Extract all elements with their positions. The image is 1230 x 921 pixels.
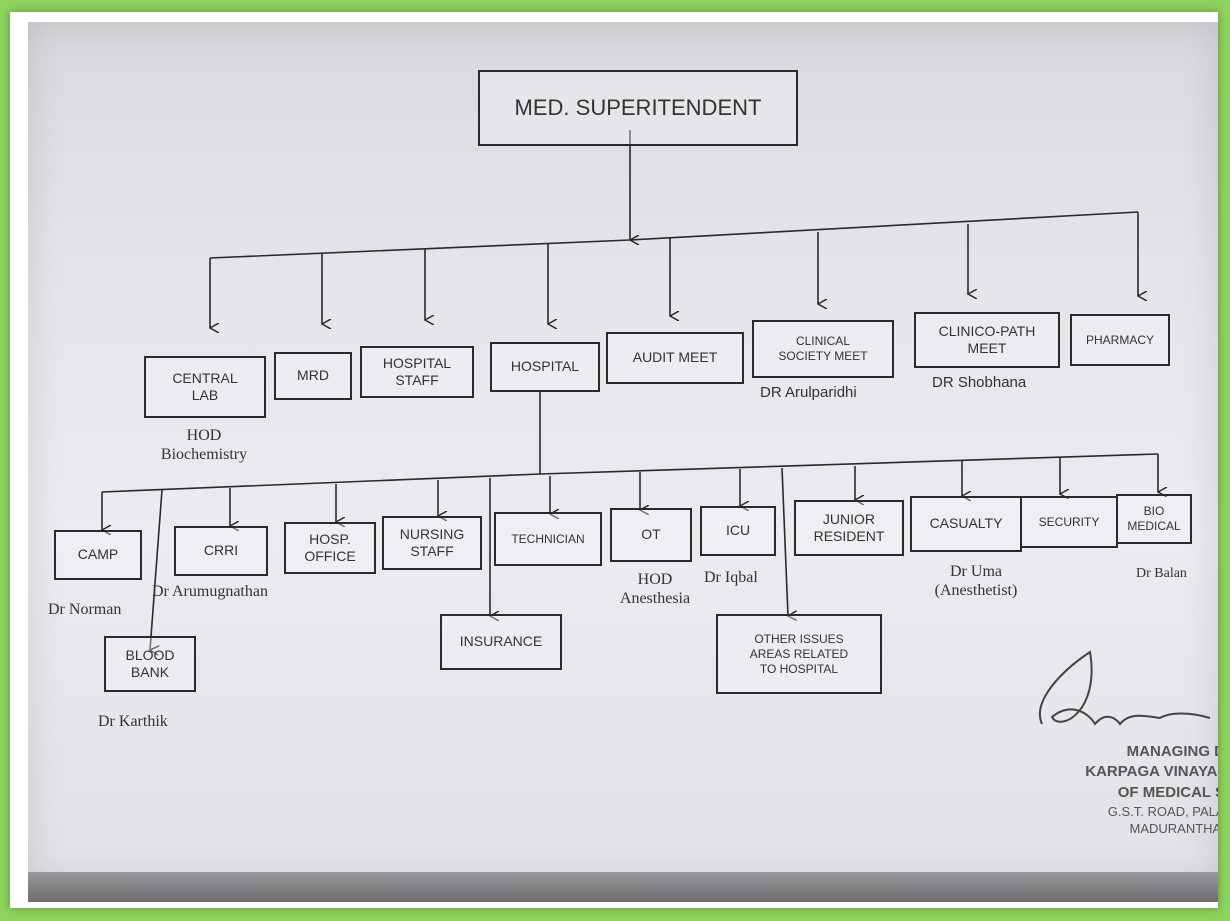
node-junior-resident: JUNIOR RESIDENT (794, 500, 904, 556)
node-insurance: INSURANCE (440, 614, 562, 670)
node-label: CAMP (77, 546, 119, 563)
node-label: JUNIOR RESIDENT (813, 510, 885, 545)
note-text: HOD Biochemistry (160, 427, 248, 464)
node-mrd: MRD (274, 352, 352, 400)
note-text: HOD Anesthesia (619, 571, 691, 608)
note-text: Dr Iqbal (704, 569, 758, 586)
note-clinico-path-meet: DR Shobhana (932, 374, 1026, 392)
note-text: Dr Balan (1136, 566, 1187, 581)
level2-bus (101, 453, 1159, 493)
stamp-line: OF MEDICAL SCI (1117, 783, 1218, 801)
node-label: TECHNICIAN (511, 531, 585, 546)
node-central-lab: CENTRAL LAB (144, 356, 266, 418)
note-icu: Dr Iqbal (704, 568, 758, 587)
node-audit-meet: AUDIT MEET (606, 332, 744, 384)
node-label: BLOOD BANK (125, 646, 175, 681)
node-camp: CAMP (54, 530, 142, 580)
node-label: HOSP. OFFICE (304, 530, 356, 565)
node-technician: TECHNICIAN (494, 512, 602, 566)
note-text: Dr Uma (Anesthetist) (934, 563, 1018, 600)
node-label: HOSPITAL STAFF (382, 354, 452, 389)
node-pharmacy: PHARMACY (1070, 314, 1170, 366)
node-ot: OT (610, 508, 692, 562)
stamp-line: KARPAGA VINAYAGA (1085, 763, 1218, 781)
node-nursing-staff: NURSING STAFF (382, 516, 482, 570)
node-bio-medical: BIO MEDICAL (1116, 494, 1192, 544)
node-label: CLINICAL SOCIETY MEET (778, 334, 868, 363)
node-label: SECURITY (1038, 514, 1100, 529)
note-central-lab: HOD Biochemistry (144, 426, 264, 464)
node-label: MRD (297, 367, 329, 384)
stamp-line: G.S.T. ROAD, PALAYA (1107, 803, 1218, 819)
node-label: OT (641, 526, 661, 543)
node-casualty: CASUALTY (910, 496, 1022, 552)
note-casualty: Dr Uma (Anesthetist) (912, 562, 1040, 600)
signature (1039, 650, 1211, 726)
note-camp: Dr Norman (48, 600, 121, 619)
node-med-superintendent: MED. SUPERITENDENT (478, 70, 798, 146)
note-crri: Dr Arumugnathan (152, 582, 268, 601)
note-text: Dr Arumugnathan (152, 583, 268, 600)
note-clinical-society-meet: DR Arulparidhi (760, 384, 857, 402)
note-text: DR Shobhana (932, 374, 1027, 391)
note-ot: HOD Anesthesia (610, 570, 700, 608)
official-stamp: MANAGING DIR KARPAGA VINAYAGA OF MEDICAL… (1050, 742, 1218, 838)
node-clinico-path-meet: CLINICO-PATH MEET (914, 312, 1060, 368)
drop-other-issues (781, 467, 788, 616)
node-label: ICU (725, 522, 751, 539)
node-label: CASUALTY (929, 515, 1003, 532)
node-label: PHARMACY (1085, 332, 1154, 347)
note-text: DR Arulparidhi (760, 384, 857, 401)
note-bio-medical: Dr Balan (1136, 566, 1187, 583)
node-label: MED. SUPERITENDENT (514, 95, 762, 121)
node-label: CRRI (203, 542, 239, 559)
note-text: Dr Norman (48, 601, 122, 618)
level1-bus (209, 211, 1139, 259)
node-label: OTHER ISSUES AREAS RELATED TO HOSPITAL (749, 631, 849, 676)
document-frame: MED. SUPERITENDENT CENTRAL LAB MRD HOSPI… (10, 12, 1218, 908)
note-text: Dr Karthik (98, 713, 168, 730)
stamp-line: MADURANTHAGA (1129, 821, 1218, 837)
stamp-line: MANAGING DIR (1126, 743, 1218, 760)
note-blood-bank: Dr Karthik (98, 712, 168, 731)
node-icu: ICU (700, 506, 776, 556)
connector-lines (10, 130, 1211, 726)
node-label: CLINICO-PATH MEET (938, 322, 1036, 357)
drop-blood-bank (150, 489, 163, 650)
paper-shadow (28, 872, 1218, 902)
node-hospital: HOSPITAL (490, 342, 600, 392)
node-hospital-staff: HOSPITAL STAFF (360, 346, 474, 398)
node-other-issues: OTHER ISSUES AREAS RELATED TO HOSPITAL (716, 614, 882, 694)
node-hosp-office: HOSP. OFFICE (284, 522, 376, 574)
node-label: INSURANCE (459, 633, 543, 650)
node-blood-bank: BLOOD BANK (104, 636, 196, 692)
paper-sheet (28, 22, 1218, 884)
node-label: BIO MEDICAL (1127, 504, 1181, 533)
node-label: NURSING STAFF (399, 525, 465, 560)
node-label: AUDIT MEET (632, 349, 718, 366)
node-label: HOSPITAL (510, 358, 580, 375)
node-crri: CRRI (174, 526, 268, 576)
node-label: CENTRAL LAB (172, 369, 238, 404)
node-clinical-society-meet: CLINICAL SOCIETY MEET (752, 320, 894, 378)
node-security: SECURITY (1020, 496, 1118, 548)
